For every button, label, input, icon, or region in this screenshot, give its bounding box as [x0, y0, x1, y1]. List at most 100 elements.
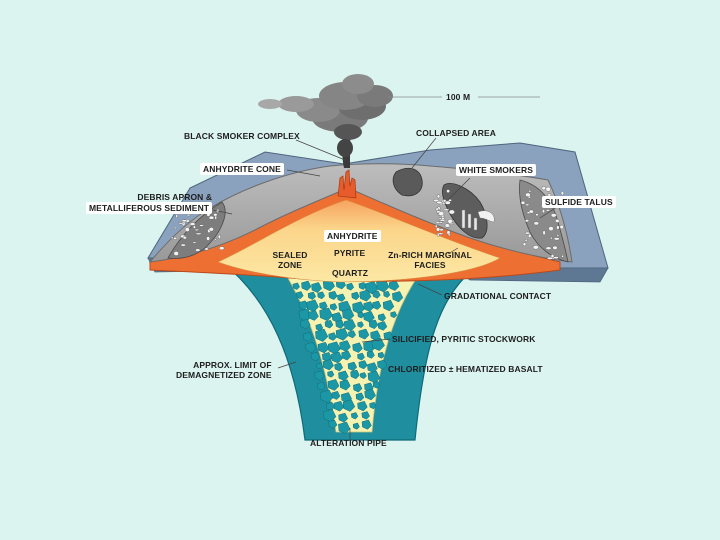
rubble-clast: [525, 204, 529, 206]
rubble-clast: [187, 214, 190, 216]
rubble-clast: [178, 223, 184, 225]
rubble-clast: [536, 214, 539, 216]
label-sealed-zone: SEALED ZONE: [268, 250, 312, 270]
label-gradational-contact: GRADATIONAL CONTACT: [444, 291, 551, 301]
rubble-clast: [436, 222, 440, 224]
rubble-clast: [439, 218, 442, 220]
rubble-clast: [554, 238, 559, 241]
rubble-clast: [525, 239, 528, 241]
rubble-clast: [171, 237, 173, 239]
rubble-clast: [542, 209, 544, 213]
rubble-clast: [437, 201, 442, 204]
rubble-clast: [546, 209, 550, 211]
rubble-clast: [447, 190, 450, 193]
rubble-clast: [443, 200, 446, 203]
label-demag-line2: DEMAGNETIZED ZONE: [176, 370, 272, 380]
rubble-clast: [437, 195, 440, 198]
rubble-clast: [173, 237, 176, 239]
label-zn-rich-line1: Zn-RICH MARGINAL: [384, 250, 476, 260]
rubble-clast: [218, 235, 221, 239]
rubble-clast: [185, 227, 189, 231]
label-debris-apron: DEBRIS APRON & METALLIFEROUS SEDIMENT: [86, 192, 212, 214]
rubble-clast: [219, 247, 224, 250]
label-quartz: QUARTZ: [332, 268, 368, 278]
label-anhydrite-cone: ANHYDRITE CONE: [200, 163, 284, 175]
rubble-clast: [534, 222, 539, 225]
label-collapsed-area: COLLAPSED AREA: [416, 128, 496, 138]
rubble-clast: [176, 214, 178, 218]
label-demag-line1: APPROX. LIMIT OF: [176, 360, 272, 370]
rubble-clast: [562, 255, 564, 257]
label-debris-apron-line2: METALLIFEROUS SEDIMENT: [86, 202, 212, 214]
rubble-clast: [182, 220, 187, 222]
rubble-clast: [533, 245, 539, 249]
rubble-clast: [181, 244, 185, 246]
rubble-clast: [525, 232, 529, 234]
rubble-clast: [439, 211, 444, 215]
collapsed-pit: [393, 168, 422, 195]
rubble-clast: [205, 248, 208, 251]
rubble-clast: [550, 237, 552, 239]
rubble-clast: [209, 227, 214, 231]
label-anhydrite: ANHYDRITE: [324, 230, 381, 242]
rubble-clast: [448, 219, 453, 223]
rubble-clast: [525, 193, 530, 197]
rubble-clast: [523, 243, 526, 246]
rubble-clast: [556, 226, 559, 230]
rubble-clast: [190, 223, 195, 226]
label-zn-rich-facies: Zn-RICH MARGINAL FACIES: [384, 250, 476, 270]
rubble-clast: [206, 237, 209, 241]
rubble-clast: [214, 239, 216, 241]
rubble-clast: [561, 191, 564, 195]
rubble-clast: [521, 201, 525, 204]
label-zn-rich-line2: FACIES: [384, 260, 476, 270]
rubble-clast: [444, 209, 449, 211]
rubble-clast: [560, 225, 564, 229]
rubble-clast: [527, 212, 530, 214]
label-black-smoker-complex: BLACK SMOKER COMPLEX: [184, 131, 300, 141]
rubble-clast: [547, 257, 553, 259]
label-silicified-stockwork: SILICIFIED, PYRITIC STOCKWORK: [392, 334, 535, 344]
label-sealed-zone-line2: ZONE: [268, 260, 312, 270]
rubble-clast: [174, 251, 179, 255]
label-pyrite: PYRITE: [334, 248, 365, 258]
rubble-clast: [213, 213, 217, 216]
label-debris-apron-line1: DEBRIS APRON &: [86, 192, 212, 202]
rubble-clast: [549, 227, 554, 231]
rubble-clast: [196, 249, 200, 252]
label-sulfide-talus: SULFIDE TALUS: [542, 196, 616, 208]
rubble-clast: [174, 227, 177, 229]
rubble-clast: [196, 233, 201, 235]
rubble-clast: [555, 219, 559, 222]
rubble-clast: [528, 234, 531, 238]
rubble-clast: [553, 246, 558, 250]
rubble-clast: [542, 186, 546, 190]
label-white-smokers: WHITE SMOKERS: [456, 164, 536, 176]
rubble-clast: [525, 219, 529, 222]
rubble-clast: [193, 242, 196, 244]
rubble-clast: [209, 216, 214, 219]
rubble-clast: [195, 229, 199, 231]
rubble-clast: [551, 214, 556, 218]
rubble-clast: [546, 247, 551, 250]
rubble-clast: [435, 225, 437, 228]
label-demagnetized-zone: APPROX. LIMIT OF DEMAGNETIZED ZONE: [176, 360, 272, 380]
rubble-clast: [546, 187, 551, 191]
label-alteration-pipe: ALTERATION PIPE: [310, 438, 387, 448]
label-sealed-zone-line1: SEALED: [268, 250, 312, 260]
rubble-clast: [449, 210, 455, 214]
rubble-clast: [199, 225, 203, 227]
scale-label: 100 M: [446, 92, 470, 102]
rubble-clast: [436, 208, 438, 211]
rubble-clast: [436, 228, 440, 232]
rubble-clast: [529, 190, 532, 192]
rubble-clast: [183, 236, 187, 239]
rubble-clast: [557, 234, 559, 236]
rubble-clast: [438, 233, 443, 235]
label-chloritized-basalt: CHLORITIZED ± HEMATIZED BASALT: [388, 364, 543, 374]
rubble-clast: [543, 231, 546, 235]
rubble-clast: [448, 234, 451, 236]
rubble-clast: [441, 217, 444, 220]
rubble-clast: [193, 226, 195, 229]
